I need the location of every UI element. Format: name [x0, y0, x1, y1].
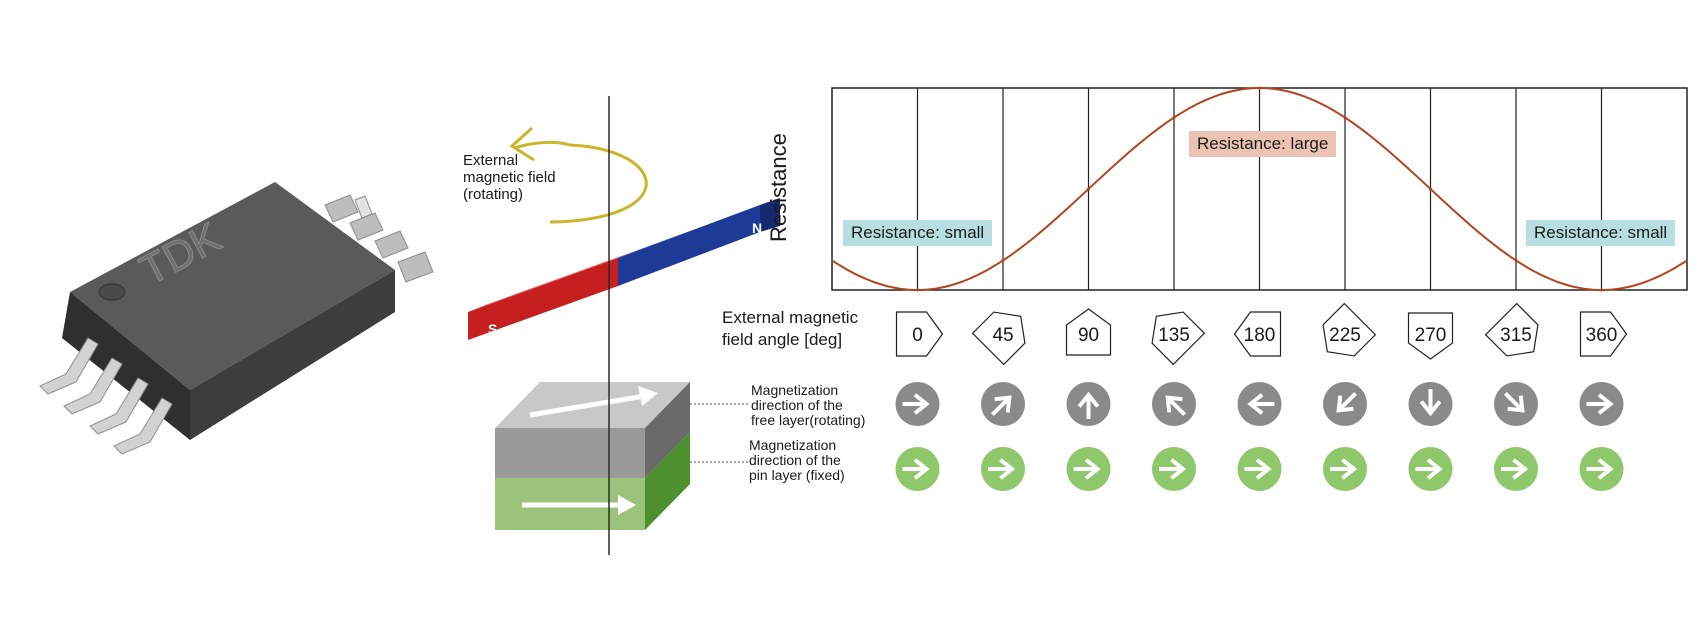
angle-value: 135 [1158, 325, 1190, 346]
magnet-north-label: N [752, 220, 762, 236]
angle-badge: 225 [1322, 302, 1377, 357]
magnet-north-face [618, 205, 760, 286]
magnet-south-label: S [488, 321, 497, 337]
pin-layer-direction-icon [895, 447, 940, 491]
free-layer-direction-icon [1066, 382, 1111, 426]
pin-layer-label: Magnetization direction of the pin layer… [749, 437, 845, 483]
curve-point [1514, 258, 1518, 262]
curve-point [1087, 187, 1090, 191]
pin-layer-direction-icon [1408, 447, 1453, 491]
external-field-label: External magnetic field (rotating) [463, 152, 556, 203]
pin-layer-direction-icon [981, 447, 1025, 491]
free-layer-direction-icon [1152, 382, 1196, 426]
angle-badge: 0 [895, 311, 944, 357]
angle-badge: 180 [1233, 311, 1282, 357]
angle-value: 0 [912, 325, 923, 346]
pin-layer-direction-icon [1066, 447, 1111, 491]
rotation-arrow [549, 143, 648, 224]
magnet-south-face [468, 258, 618, 340]
angle-value: 90 [1078, 325, 1099, 346]
tag-resistance-large: Resistance: large [1189, 131, 1337, 157]
angle-value: 270 [1415, 325, 1447, 346]
free-layer-direction-icon [1408, 382, 1453, 426]
angle-value: 45 [992, 325, 1013, 346]
magnet-and-layers: S N [468, 96, 780, 555]
free-layer-label: Magnetization direction of the free laye… [751, 382, 866, 428]
curve-point [1258, 86, 1261, 90]
tag-resistance-small-left: Resistance: small [843, 220, 993, 246]
curve-point [1001, 258, 1005, 262]
free-layer-direction-icon [981, 382, 1025, 426]
pin-layer-direction-icon [1323, 447, 1367, 491]
angle-badge: 315 [1484, 302, 1539, 357]
angle-value: 360 [1586, 325, 1618, 346]
free-layer-direction-icon [1237, 382, 1282, 426]
curve-point [1343, 116, 1347, 120]
angle-value: 225 [1329, 325, 1361, 346]
angle-badge: 135 [1151, 311, 1206, 366]
curve-point [1172, 116, 1176, 120]
angle-badge: 45 [971, 311, 1026, 366]
angle-badge: 360 [1579, 311, 1628, 357]
free-layer-direction-icon [895, 382, 940, 426]
tag-resistance-small-right: Resistance: small [1526, 220, 1676, 246]
curve-point [1600, 288, 1603, 292]
curve-point [916, 288, 919, 292]
free-layer-direction-icon [1323, 382, 1367, 426]
pin-layer-direction-icon [1237, 447, 1282, 491]
pin-layer-direction-icon [1494, 447, 1538, 491]
angle-value: 315 [1500, 325, 1532, 346]
angle-value: 180 [1244, 325, 1276, 346]
angle-badge: 90 [1065, 308, 1112, 356]
tdk-chip: TDK [39, 182, 434, 455]
free-layer-front [495, 428, 645, 478]
angle-badge: 270 [1407, 312, 1454, 360]
rotation-arrowhead [509, 126, 535, 162]
curve-point [1429, 187, 1432, 191]
free-layer-direction-icon [1579, 382, 1624, 426]
pin-layer-direction-icon [1579, 447, 1624, 491]
pin-layer-direction-icon [1152, 447, 1196, 491]
free-layer-direction-icon [1494, 382, 1538, 426]
angle-axis-label: External magnetic field angle [deg] [722, 308, 859, 349]
